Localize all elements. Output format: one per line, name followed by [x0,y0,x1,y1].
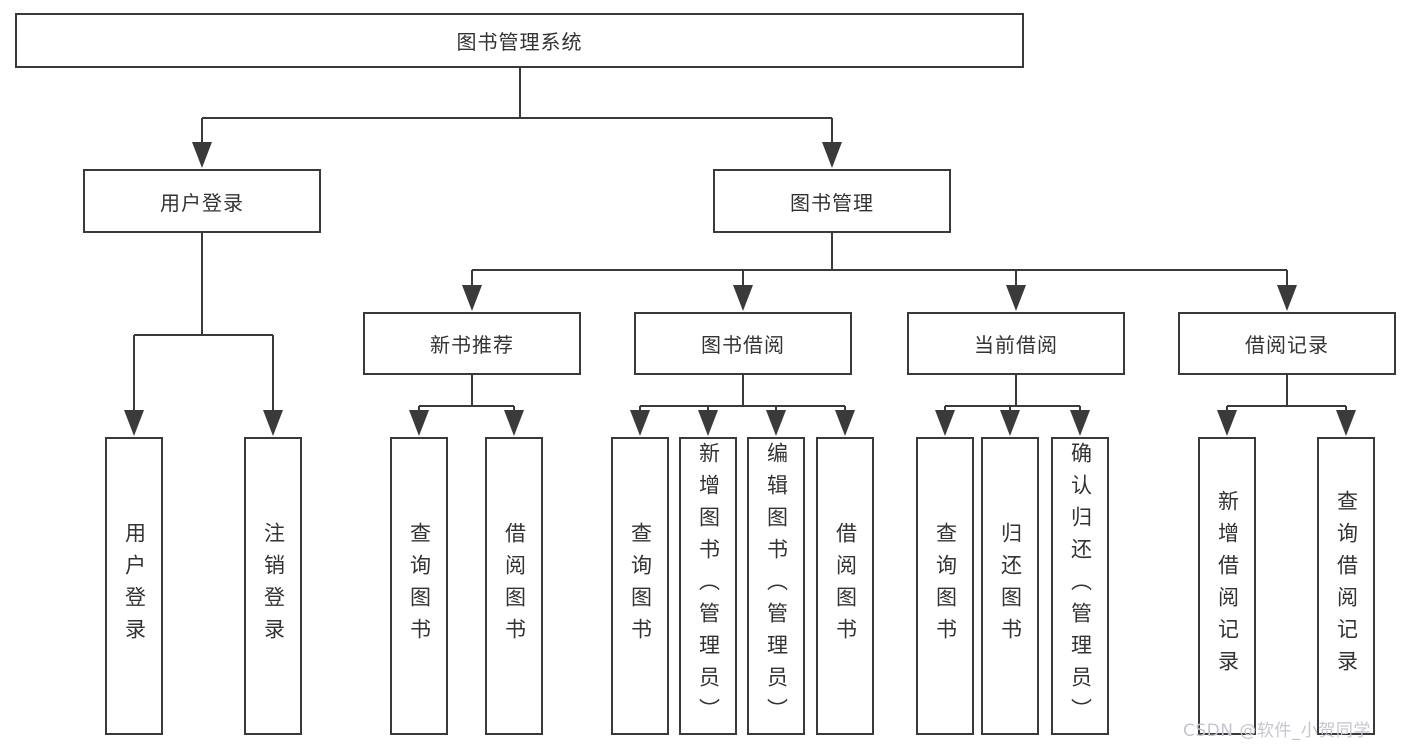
leaf-br-query-record: 查询借阅记录 [1317,437,1375,735]
node-borrow-records-label: 借阅记录 [1245,333,1329,357]
leaf-cb-query-book-label: 查询图书 [933,522,958,650]
leaf-logout: 注销登录 [244,437,302,735]
leaf-br-add-record: 新增借阅记录 [1198,437,1256,735]
leaf-bb-add-book-admin: 新增图书（管理员） [679,437,737,735]
leaf-logout-label: 注销登录 [261,522,286,650]
leaf-ns-borrow-book: 借阅图书 [485,437,543,735]
node-current-borrow-label: 当前借阅 [974,333,1058,357]
leaf-cb-confirm-return-admin: 确认归还（管理员） [1051,437,1109,735]
leaf-bb-edit-book-admin: 编辑图书（管理员） [747,437,805,735]
leaf-user-login: 用户登录 [105,437,163,735]
leaf-bb-query-book-label: 查询图书 [628,522,653,650]
leaf-ns-borrow-book-label: 借阅图书 [502,522,527,650]
node-user-login-label: 用户登录 [160,190,244,215]
leaf-bb-borrow-book-label: 借阅图书 [833,522,858,650]
node-new-book-recommend-label: 新书推荐 [430,333,514,357]
leaf-cb-confirm-return-admin-label: 确认归还（管理员） [1068,442,1093,730]
node-book-borrow-label: 图书借阅 [701,333,785,357]
node-new-book-recommend: 新书推荐 [363,312,581,375]
leaf-br-add-record-label: 新增借阅记录 [1215,490,1240,682]
node-current-borrow: 当前借阅 [907,312,1125,375]
leaf-user-login-label: 用户登录 [122,522,147,650]
node-book-borrow: 图书借阅 [634,312,852,375]
node-user-login: 用户登录 [83,169,321,233]
node-book-management: 图书管理 [713,169,951,233]
node-borrow-records: 借阅记录 [1178,312,1396,375]
node-book-management-label: 图书管理 [790,190,874,215]
leaf-ns-query-book-label: 查询图书 [407,522,432,650]
leaf-bb-add-book-admin-label: 新增图书（管理员） [696,442,721,730]
leaf-ns-query-book: 查询图书 [390,437,448,735]
leaf-bb-query-book: 查询图书 [611,437,669,735]
leaf-bb-edit-book-admin-label: 编辑图书（管理员） [764,442,789,730]
leaf-br-query-record-label: 查询借阅记录 [1334,490,1359,682]
leaf-cb-return-book-label: 归还图书 [998,522,1023,650]
leaf-cb-return-book: 归还图书 [981,437,1039,735]
node-root-system: 图书管理系统 [15,13,1024,68]
csdn-watermark: CSDN @软件_小贺同学 [1183,721,1371,741]
leaf-bb-borrow-book: 借阅图书 [816,437,874,735]
leaf-cb-query-book: 查询图书 [916,437,974,735]
node-root-label: 图书管理系统 [456,30,583,54]
